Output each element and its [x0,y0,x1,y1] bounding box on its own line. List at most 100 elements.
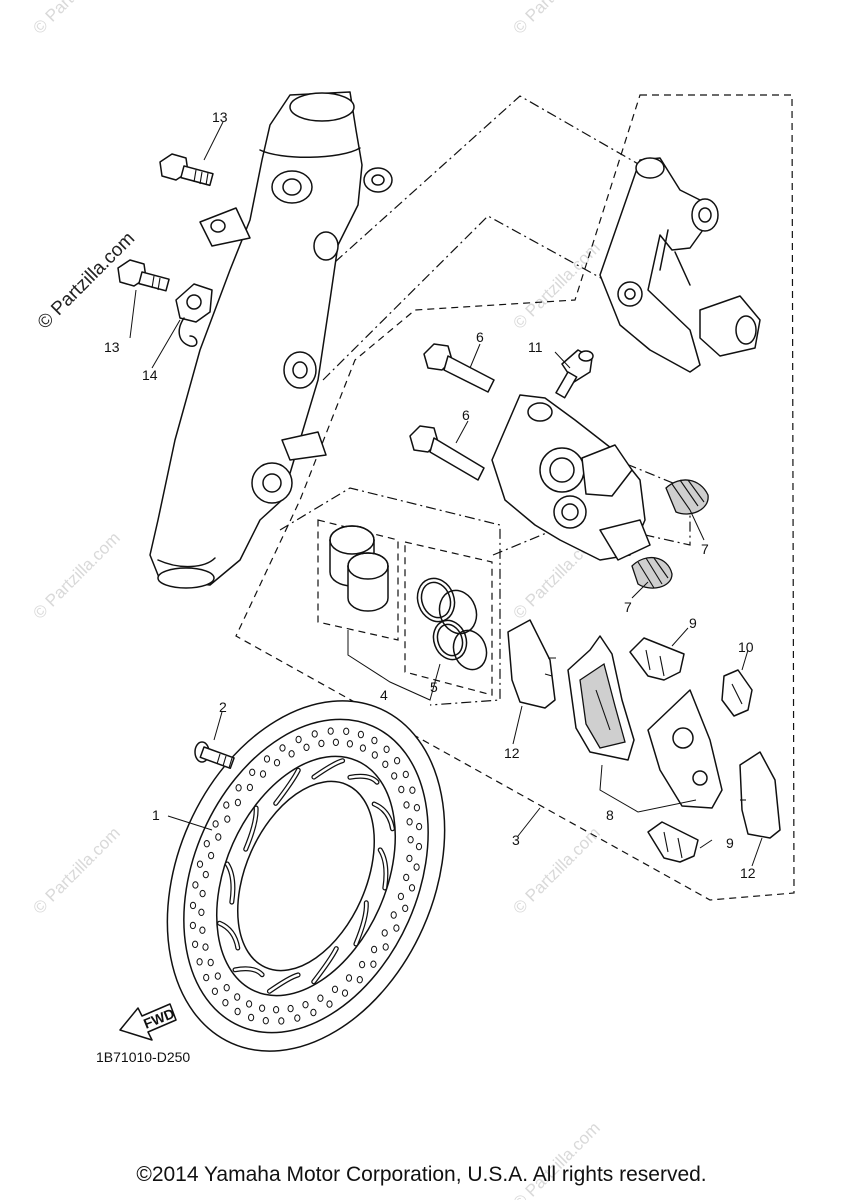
vent-hole [357,730,364,739]
vent-hole [259,770,267,778]
hose-clamp-14 [175,283,213,347]
copyright-notice: ©2014 Yamaha Motor Corporation, U.S.A. A… [136,1163,707,1186]
vent-hole [214,972,221,980]
vent-hole [259,1004,266,1012]
bolt-13-upper [159,153,214,187]
caliper-body [491,394,651,561]
vent-hole [208,851,215,860]
reference-line [492,444,691,556]
vent-hole [398,785,405,794]
callout-7: 7 [624,599,632,615]
vent-hole [402,904,409,912]
vent-hole [382,760,389,768]
vent-hole [413,804,420,812]
disc-slot-inner [312,947,338,984]
vent-hole [302,1001,309,1009]
watermark: © Partzilla.com [509,1118,603,1200]
vent-hole [391,772,398,780]
seal-kit-boundary [404,541,493,696]
vent-hole [189,921,196,930]
callout-3: 3 [512,832,520,848]
front-fork-leg [149,91,393,589]
vent-hole [211,987,218,995]
disc-slot-inner [244,806,258,851]
caliper-pin-6-upper [423,343,495,393]
watermark: © Partzilla.com [509,0,603,38]
bleed-screw-11 [555,349,594,399]
vent-hole [370,960,377,968]
leader-lines [129,121,763,867]
vent-hole [403,873,410,882]
vent-hole [273,759,281,767]
callout-8: 8 [606,807,614,823]
vent-hole [294,1014,301,1022]
callout-6: 6 [462,407,470,423]
watermark: © Partzilla.com [29,528,123,622]
vent-hole [403,801,410,809]
disc-slot-inner [354,901,368,946]
vent-hole [393,924,400,932]
vent-hole [303,743,310,751]
vent-hole [371,751,378,759]
vent-hole [295,735,302,744]
callout-2: 2 [219,699,227,715]
disc-slot-inner [312,759,344,779]
callout-6: 6 [476,329,484,345]
callout-11: 11 [528,339,543,355]
callout-14: 14 [142,367,158,383]
vent-hole [192,881,199,889]
vent-hole [359,960,366,969]
vent-hole [223,984,230,992]
vent-hole [212,820,219,828]
vent-hole [203,840,210,848]
vent-hole [199,926,206,934]
vent-hole [318,739,325,748]
vent-hole [406,854,413,863]
brake-pad-8-front [567,635,635,761]
vent-hole [359,744,366,752]
spring-7-upper [665,479,709,515]
callout-12: 12 [740,865,756,881]
brake-disc-1 [166,700,446,1052]
callout-4: 4 [380,687,388,703]
reference-line [322,215,611,381]
seals-5 [416,577,488,671]
disc-vent-holes [189,727,423,1025]
disc-slot-inner [274,768,300,805]
vent-hole [224,815,231,823]
watermark: © Partzilla.com [29,823,123,917]
vent-hole [407,836,414,844]
vent-hole [246,783,253,792]
vent-hole [346,740,353,748]
callout-9: 9 [726,835,734,851]
vent-hole [196,860,204,868]
vent-hole [203,973,210,982]
vent-hole [413,863,420,871]
forward-direction-arrow: FWD [119,1003,177,1041]
disc-slot-inner [268,973,300,993]
vent-hole [198,908,205,916]
vent-hole [371,945,378,954]
vent-hole [345,974,353,982]
vent-hole [343,727,350,735]
vent-hole [202,870,209,879]
pad-spring-9-upper [629,637,685,681]
vent-hole [202,943,209,951]
vent-hole [327,727,334,735]
vent-hole [263,755,271,763]
vent-hole [402,770,409,779]
vent-hole [383,745,390,753]
disc-slot-inner [378,848,388,890]
reference-line [279,487,501,706]
vent-hole [341,989,349,997]
disc-slot-inner [218,921,240,950]
reference-line [334,95,641,263]
vent-hole [416,822,423,831]
callout-9: 9 [689,615,697,631]
vent-hole [246,1000,253,1008]
vent-hole [234,798,241,807]
bracket-8 [599,764,697,813]
spring-7-lower [631,556,673,589]
pad-retaining-spring-10 [721,669,753,717]
